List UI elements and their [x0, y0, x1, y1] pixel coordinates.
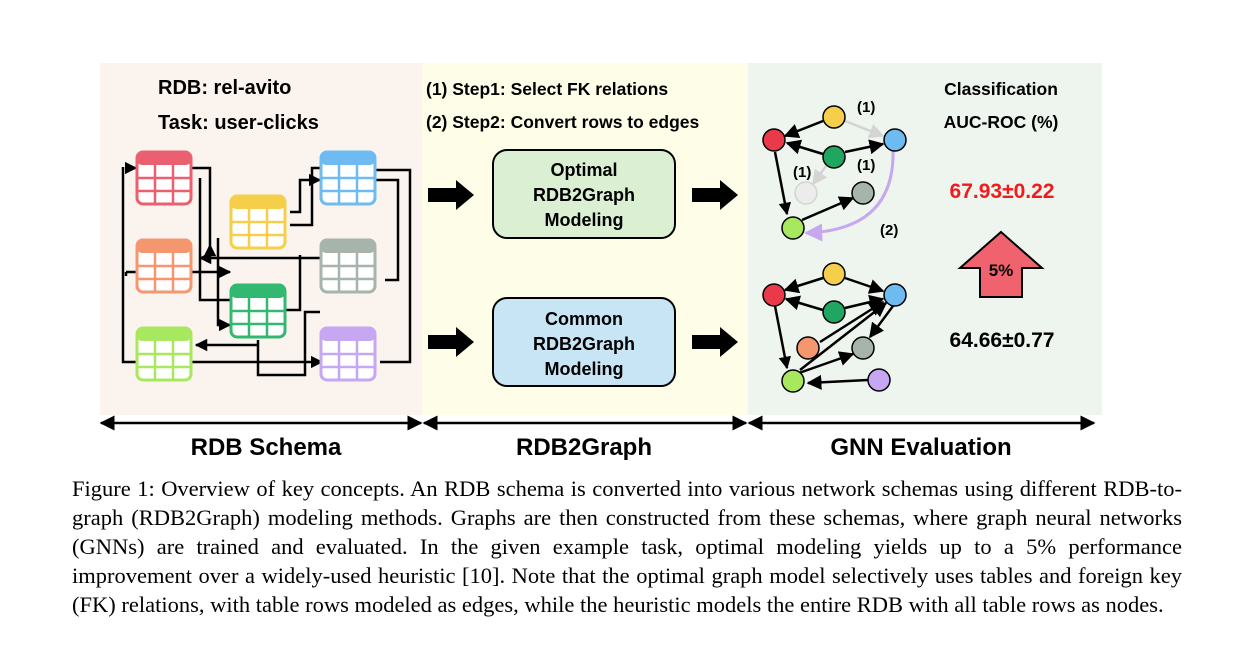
table-red: [135, 150, 193, 206]
overview-figure: RDB: rel-avito Task: user-clicks: [99, 63, 1102, 461]
node-gray: [851, 181, 875, 205]
common-box-line3: Modeling: [545, 359, 624, 379]
table-yellow: [229, 194, 287, 250]
node-blue-2: [883, 283, 907, 307]
node-lime-2: [781, 369, 805, 393]
rdb-name-text: RDB: rel-avito: [158, 77, 291, 99]
step1-text: (1) Step1: Select FK relations: [426, 79, 668, 99]
node-purple-2: [867, 368, 891, 392]
improvement-text: 5%: [989, 261, 1014, 280]
table-orange: [135, 238, 193, 294]
table-lime: [135, 326, 193, 382]
optimal-box-line3: Modeling: [545, 210, 624, 230]
optimal-box-line2: RDB2Graph: [533, 185, 635, 205]
node-yellow-2: [822, 262, 846, 286]
table-purple: [319, 326, 377, 382]
node-blue: [883, 128, 907, 152]
optimal-score: 67.93±0.22: [950, 180, 1055, 203]
optimal-modeling-box: Optimal RDB2Graph Modeling: [492, 149, 676, 239]
table-green: [229, 283, 287, 339]
node-yellow: [822, 105, 846, 129]
edge-label-1b: (1): [793, 164, 811, 181]
node-orange-2: [796, 336, 820, 360]
node-faded: [794, 181, 818, 205]
optimal-graph: (1) (1) (1) (2): [762, 99, 907, 242]
optimal-box-line1: Optimal: [550, 160, 617, 180]
node-red-2: [762, 283, 786, 307]
edge-label-1a: (1): [857, 99, 875, 116]
common-graph: [762, 262, 907, 393]
schema-section-label: RDB Schema: [191, 434, 342, 461]
gnn-section-label: GNN Evaluation: [830, 434, 1011, 461]
common-score: 64.66±0.77: [950, 329, 1055, 352]
metric-line1: Classification: [944, 79, 1058, 99]
improvement-up-arrow: [957, 230, 1045, 298]
node-green: [822, 145, 846, 169]
edge-label-1c: (1): [857, 157, 875, 174]
step2-text: (2) Step2: Convert rows to edges: [426, 112, 700, 132]
block-arrow-bottom-left: [428, 327, 474, 357]
common-box-line2: RDB2Graph: [533, 334, 635, 354]
block-arrow-top-right: [692, 180, 738, 210]
block-arrow-bottom-right: [692, 327, 738, 357]
node-red: [762, 128, 786, 152]
edge-label-2: (2): [880, 222, 898, 239]
metric-line2: AUC-ROC (%): [944, 112, 1059, 132]
node-lime: [781, 216, 805, 240]
figure-caption: Figure 1: Overview of key concepts. An R…: [72, 476, 1182, 617]
node-gray-2: [851, 336, 875, 360]
table-gray: [319, 238, 377, 294]
common-modeling-box: Common RDB2Graph Modeling: [492, 297, 676, 387]
rdb2graph-section-label: RDB2Graph: [516, 434, 652, 461]
schema-fk-lines: [121, 161, 412, 377]
common-box-line1: Common: [545, 309, 623, 329]
task-name-text: Task: user-clicks: [158, 112, 319, 134]
block-arrow-top-left: [428, 180, 474, 210]
node-green-2: [822, 300, 846, 324]
table-blue: [319, 150, 377, 206]
